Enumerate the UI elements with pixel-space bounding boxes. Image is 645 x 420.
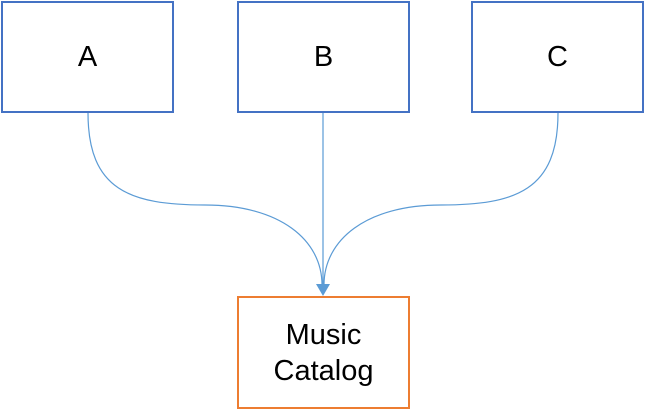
node-b[interactable]: B — [237, 1, 410, 113]
connector-c-to-catalog — [323, 112, 559, 286]
connector-a-to-catalog — [87, 112, 323, 286]
node-b-label: B — [313, 41, 334, 73]
node-music-catalog-label: Music Catalog — [274, 317, 374, 389]
label-line-2: Catalog — [273, 354, 374, 387]
node-music-catalog[interactable]: Music Catalog — [237, 296, 410, 409]
node-a[interactable]: A — [1, 1, 174, 113]
node-a-label: A — [77, 41, 98, 73]
node-c-label: C — [547, 41, 568, 73]
label-line-1: Music — [285, 318, 362, 351]
node-c[interactable]: C — [471, 1, 644, 113]
arrowhead-icon — [316, 284, 330, 296]
